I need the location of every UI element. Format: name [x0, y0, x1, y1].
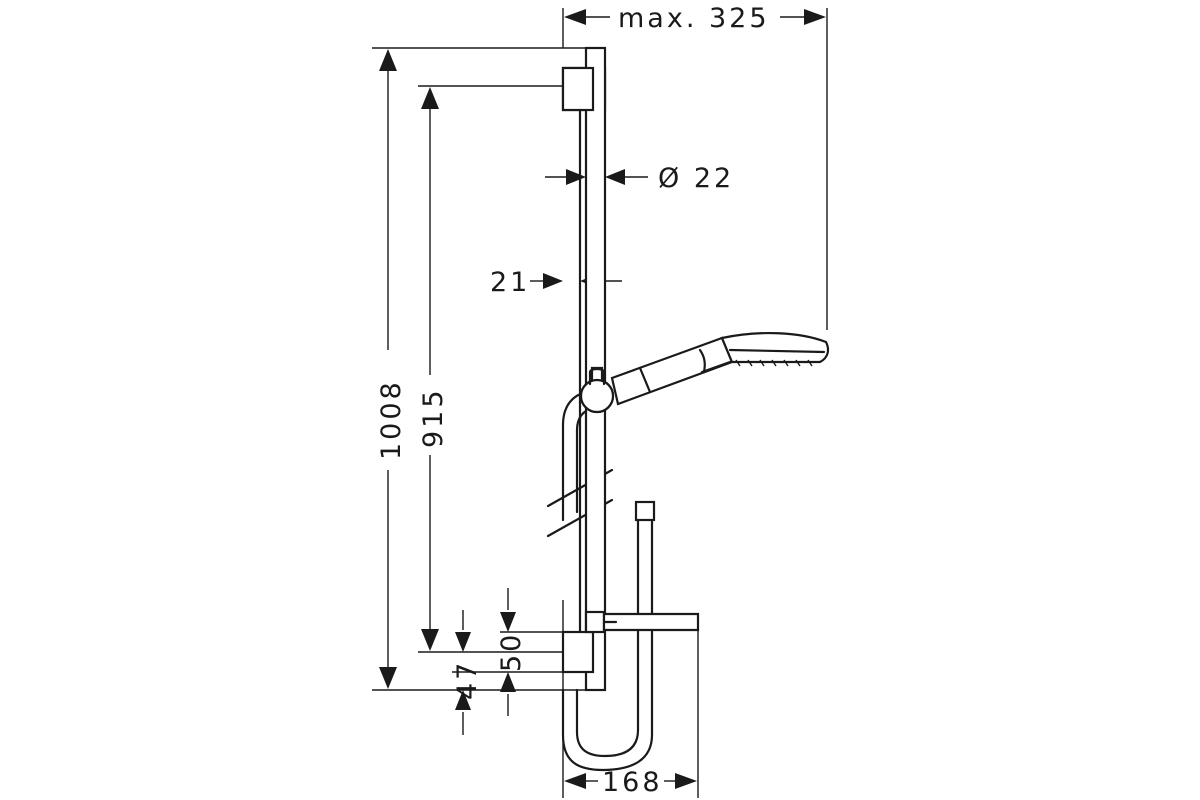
dimension-bottom-bracket: 47	[452, 610, 483, 735]
rail-length-label: 915	[418, 387, 449, 448]
bottom-bracket-label: 47	[452, 660, 483, 700]
dimension-total-height: 1008	[376, 49, 407, 689]
dimension-diameter: Ø 22	[545, 163, 734, 194]
hose-holder-clip	[584, 610, 606, 634]
hand-shower-handle	[610, 336, 734, 406]
hand-shower-assembly	[579, 332, 830, 414]
total-height-label: 1008	[376, 379, 407, 460]
dimension-bracket-height: 50	[496, 588, 527, 716]
dimension-max-reach: max. 325	[564, 3, 826, 34]
diameter-label: Ø 22	[658, 163, 734, 194]
shower-head	[720, 332, 830, 364]
hose-connector	[634, 500, 656, 522]
dimension-hose-width: 168	[564, 767, 697, 798]
max-reach-label: max. 325	[618, 3, 770, 34]
wall-offset-label: 21	[490, 267, 530, 298]
dimension-rail-length: 915	[418, 87, 449, 651]
bottom-wall-bracket	[561, 630, 595, 674]
soap-dish	[602, 612, 700, 632]
bracket-height-label: 50	[496, 632, 527, 672]
hose-width-label: 168	[602, 767, 663, 798]
